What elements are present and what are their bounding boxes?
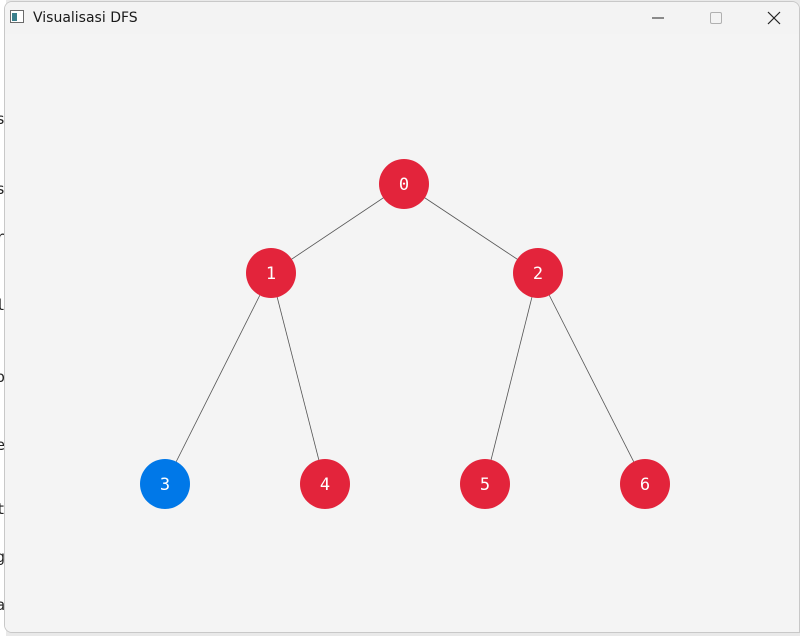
node-label: 5 — [480, 475, 490, 495]
graph-node-3[interactable]: 3 — [140, 459, 190, 509]
node-circle — [379, 159, 429, 209]
node-label: 2 — [533, 264, 543, 284]
maximize-icon — [710, 12, 722, 24]
graph-node-5[interactable]: 5 — [460, 459, 510, 509]
edge-1-3 — [164, 272, 272, 485]
dfs-graph: 0 1 2 3 4 5 6 — [140, 159, 670, 509]
node-circle — [513, 248, 563, 298]
node-label: 6 — [640, 475, 650, 495]
node-circle — [246, 248, 296, 298]
graph-node-6[interactable]: 6 — [620, 459, 670, 509]
node-label: 4 — [320, 475, 330, 495]
app-window-icon — [10, 10, 24, 23]
maximize-button[interactable] — [687, 2, 745, 34]
minimize-button[interactable] — [629, 2, 687, 34]
node-circle — [300, 459, 350, 509]
graph-canvas[interactable]: 0 1 2 3 4 5 6 — [5, 34, 799, 632]
background-terminal-edge: s s r l o e t g a — [0, 0, 6, 636]
edge-2-5 — [484, 272, 539, 485]
node-label: 3 — [160, 475, 170, 495]
node-circle — [140, 459, 190, 509]
node-label: 0 — [399, 175, 409, 195]
edge-2-6 — [537, 272, 646, 485]
title-bar[interactable]: Visualisasi DFS — [5, 2, 799, 34]
graph-node-0[interactable]: 0 — [379, 159, 429, 209]
close-icon — [767, 11, 781, 25]
edge-0-2 — [403, 183, 539, 274]
node-label: 1 — [266, 264, 276, 284]
edge-0-1 — [270, 183, 405, 274]
node-circle — [620, 459, 670, 509]
minimize-icon — [652, 17, 664, 19]
node-circle — [460, 459, 510, 509]
graph-node-2[interactable]: 2 — [513, 248, 563, 298]
app-window: Visualisasi DFS 0 1 2 3 4 5 6 — [4, 1, 800, 633]
edge-1-4 — [270, 272, 326, 485]
window-title: Visualisasi DFS — [33, 10, 138, 26]
graph-node-4[interactable]: 4 — [300, 459, 350, 509]
close-button[interactable] — [745, 2, 799, 34]
graph-node-1[interactable]: 1 — [246, 248, 296, 298]
